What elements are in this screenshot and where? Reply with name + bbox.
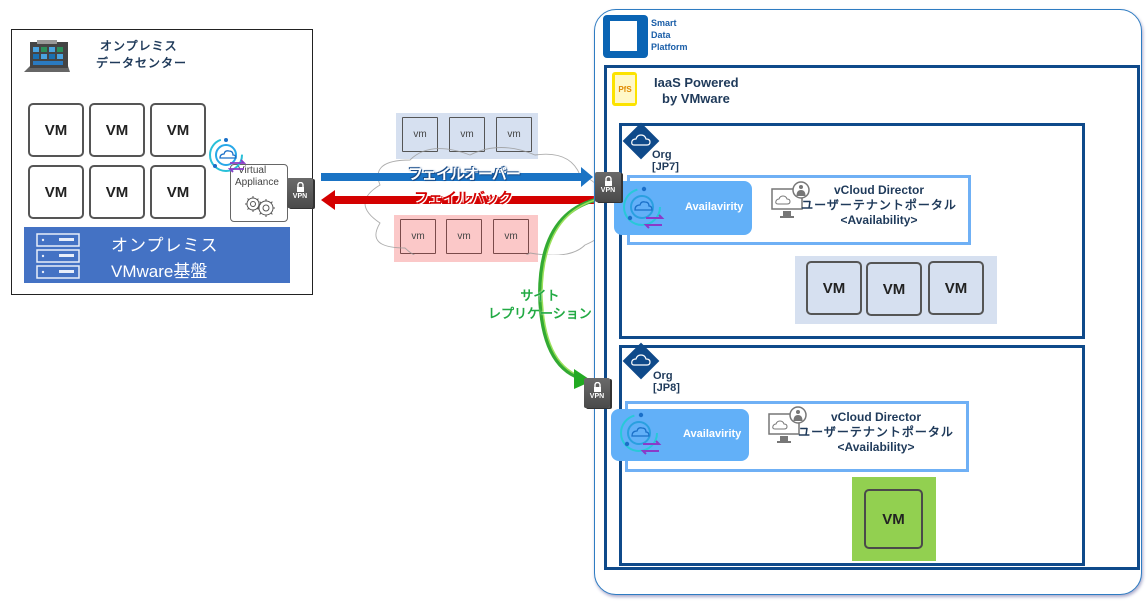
site-replication-label-line2: レプリケーション <box>488 306 592 321</box>
failover-vm: vm <box>449 117 485 152</box>
vcd-title: vCloud Director <box>833 183 924 197</box>
vcd-portal-text: vCloud Director ユーザーテナントポータル <Availabili… <box>790 183 968 228</box>
onprem-vm: VM <box>28 165 84 219</box>
virtual-appliance-label: Virtual Appliance <box>235 165 279 189</box>
failback-vm: vm <box>446 219 482 254</box>
vcd-availability: <Availability> <box>840 213 918 227</box>
onprem-vm: VM <box>150 103 206 157</box>
failback-label: フェイルバック <box>414 190 513 207</box>
jp7-vm: VM <box>928 261 984 315</box>
vcd-availability: <Availability> <box>837 440 915 454</box>
brand-line3: Platform <box>651 42 688 52</box>
site-replication-label-line1: サイト <box>520 288 560 303</box>
failback-vm-group <box>394 215 538 262</box>
availability-label: Availavirity <box>683 428 742 440</box>
virtual-appliance-label-line2: Appliance <box>235 177 279 188</box>
server-rack-icon <box>36 233 80 279</box>
platform-label-line1: オンプレミス <box>111 236 219 255</box>
virtual-appliance-label-line1: Virtual <box>238 165 267 176</box>
onprem-vmware-platform: オンプレミス VMware基盤 <box>24 227 290 283</box>
cloud-vpn-gateway-jp7: VPN <box>595 172 621 202</box>
datacenter-building-icon <box>24 40 70 72</box>
org-label-line2: [JP8] <box>653 382 680 394</box>
vcd-portal-monitor-icon <box>768 406 807 443</box>
transfer-arrows <box>321 167 595 210</box>
onprem-vpn-gateway: VPN <box>287 178 313 208</box>
onprem-vm: VM <box>150 165 206 219</box>
smart-data-platform-logo-icon <box>603 15 648 58</box>
lock-icon <box>296 182 304 192</box>
iaas-powered-by-vmware-container <box>604 65 1140 570</box>
site-replication-arrow <box>537 198 596 389</box>
cloud-icon <box>631 354 651 366</box>
jp7-vm: VM <box>866 262 922 316</box>
lock-icon <box>604 176 612 186</box>
vcd-portal-monitor-icon <box>771 181 810 218</box>
brand-line2: Data <box>651 30 671 40</box>
vpn-label: VPN <box>292 193 308 200</box>
org-jp7-label: Org [JP7] <box>652 149 679 173</box>
datacenter-title: オンプレミス データセンター <box>96 38 187 72</box>
datacenter-title-line1: オンプレミス <box>100 39 178 53</box>
onprem-vm: VM <box>89 103 145 157</box>
vcd-subtitle: ユーザーテナントポータル <box>801 198 957 212</box>
org-label-line2: [JP7] <box>652 161 679 173</box>
availability-label: Availavirity <box>685 201 744 213</box>
vcd-subtitle: ユーザーテナントポータル <box>798 425 954 439</box>
failback-arrow <box>321 190 595 210</box>
smart-data-platform-brand: Smart Data Platform <box>651 17 688 53</box>
jp7-vm: VM <box>806 261 862 315</box>
vpn-label: VPN <box>589 393 605 400</box>
onprem-vm: VM <box>89 165 145 219</box>
availability-sync-icon <box>620 412 662 455</box>
cloud-vpn-gateway-jp8: VPN <box>584 378 610 408</box>
org-label-line1: Org <box>653 370 673 382</box>
failover-vm: vm <box>496 117 532 152</box>
gears-icon <box>245 196 275 217</box>
iaas-title-line1: IaaS Powered <box>654 75 739 90</box>
failover-vm: vm <box>402 117 438 152</box>
iaas-title-line2: by VMware <box>662 91 730 106</box>
availability-sync-icon <box>623 186 665 229</box>
vcd-portal-text: vCloud Director ユーザーテナントポータル <Availabili… <box>787 410 965 455</box>
vcd-title: vCloud Director <box>830 410 921 424</box>
site-replication-label: サイト レプリケーション <box>488 287 592 323</box>
datacenter-title-line2: データセンター <box>96 56 188 70</box>
org-jp8-label: Org [JP8] <box>653 370 680 394</box>
cloud-icon <box>631 134 651 146</box>
org-label-line1: Org <box>652 149 672 161</box>
failback-vm: vm <box>400 219 436 254</box>
brand-line1: Smart <box>651 18 677 28</box>
jp8-vm: VM <box>864 489 923 549</box>
failback-vm: vm <box>493 219 529 254</box>
lock-icon <box>593 382 601 392</box>
iaas-title: IaaS Powered by VMware <box>654 75 739 107</box>
availability-service-tile[interactable] <box>611 409 749 461</box>
onprem-vm: VM <box>28 103 84 157</box>
failover-label: フェイルオーバー <box>408 166 521 183</box>
failover-arrow <box>321 167 593 187</box>
vpn-label: VPN <box>600 187 616 194</box>
availability-sync-icon <box>209 138 247 173</box>
platform-label-line2: VMware基盤 <box>111 262 208 281</box>
pfs-badge-icon: PfS <box>615 75 635 103</box>
